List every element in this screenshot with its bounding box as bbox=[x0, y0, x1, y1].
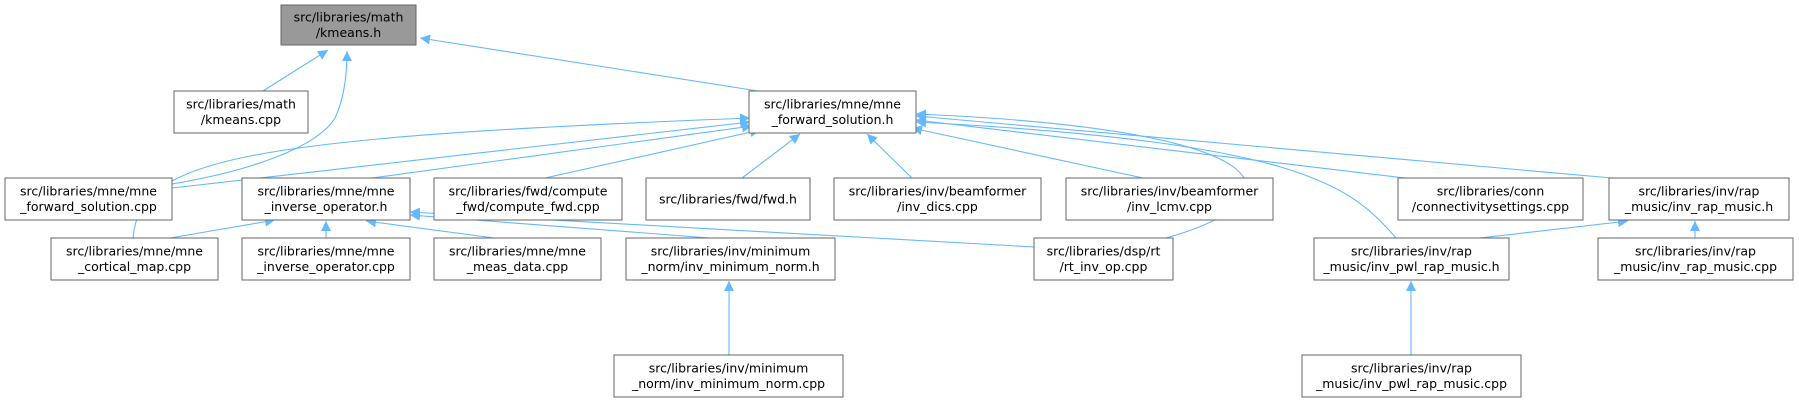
edge-compute_fwd-to-fwd_sol_h bbox=[544, 127, 761, 179]
node-box bbox=[1033, 237, 1174, 281]
node-box bbox=[241, 177, 411, 221]
node-label-line: src/libraries/fwd/compute bbox=[449, 184, 608, 199]
node-inv-op-cpp[interactable]: src/libraries/mne/mne_inverse_operator.c… bbox=[241, 237, 411, 281]
node-label-line: _inverse_operator.cpp bbox=[256, 259, 395, 274]
node-label-line: src/libraries/inv/minimum bbox=[651, 244, 811, 259]
node-box bbox=[280, 4, 417, 46]
node-min-norm-cpp[interactable]: src/libraries/inv/minimum_norm/inv_minim… bbox=[613, 354, 844, 398]
node-label-line: src/libraries/dsp/rt bbox=[1047, 244, 1161, 259]
edge-kmeans_cpp-to-kmeans_h bbox=[262, 49, 329, 92]
node-box bbox=[1065, 177, 1274, 221]
node-label-line: _forward_solution.h bbox=[771, 112, 894, 127]
node-label-line: src/libraries/math bbox=[186, 97, 296, 112]
node-label-line: /rt_inv_op.cpp bbox=[1060, 259, 1148, 274]
node-label-line: _music/inv_pwl_rap_music.cpp bbox=[1315, 376, 1507, 391]
node-box bbox=[1313, 237, 1510, 281]
node-label-line: src/libraries/inv/rap bbox=[1639, 184, 1760, 199]
node-fwd-sol-cpp[interactable]: src/libraries/mne/mne_forward_solution.c… bbox=[4, 177, 173, 221]
node-label-line: /kmeans.cpp bbox=[201, 112, 281, 127]
node-box bbox=[613, 354, 844, 398]
edge-meas_data-to-inv_op_h bbox=[365, 217, 495, 239]
node-label-line: src/libraries/mne/mne bbox=[764, 97, 901, 112]
node-inv-dics[interactable]: src/libraries/inv/beamformer/inv_dics.cp… bbox=[833, 177, 1042, 221]
node-label-line: _norm/inv_minimum_norm.cpp bbox=[631, 376, 825, 391]
node-label-line: _music/inv_rap_music.h bbox=[1624, 199, 1773, 214]
edge-inv_dics-to-fwd_sol_h bbox=[866, 133, 913, 179]
node-label-line: /kmeans.h bbox=[316, 25, 381, 40]
node-cortical-map[interactable]: src/libraries/mne/mne_cortical_map.cpp bbox=[50, 237, 219, 281]
node-label-line: _forward_solution.cpp bbox=[19, 199, 157, 214]
node-label-line: src/libraries/inv/beamformer bbox=[849, 184, 1027, 199]
edge-fwd_h-to-fwd_sol_h bbox=[741, 133, 801, 179]
node-box bbox=[625, 237, 836, 281]
node-box bbox=[4, 177, 173, 221]
node-label-line: src/libraries/mne/mne bbox=[258, 184, 395, 199]
edge-rap_music_h-to-fwd_sol_h bbox=[915, 111, 1613, 179]
node-box bbox=[433, 177, 623, 221]
edge-fwd_sol_cpp-to-fwd_sol_h bbox=[171, 118, 751, 189]
edge-fwd_sol_h-to-kmeans_h bbox=[419, 34, 759, 92]
node-box bbox=[433, 237, 602, 281]
node-kmeans-cpp[interactable]: src/libraries/math/kmeans.cpp bbox=[173, 90, 309, 134]
node-min-norm-h[interactable]: src/libraries/inv/minimum_norm/inv_minim… bbox=[625, 237, 836, 281]
node-compute-fwd[interactable]: src/libraries/fwd/compute_fwd/compute_fw… bbox=[433, 177, 623, 221]
edge-pwl_rap_h-to-fwd_sol_h bbox=[915, 117, 1397, 239]
node-label-line: /inv_lcmv.cpp bbox=[1127, 199, 1212, 214]
node-label-line: /inv_dics.cpp bbox=[897, 199, 978, 214]
node-box bbox=[173, 90, 309, 134]
node-label-line: src/libraries/inv/beamformer bbox=[1081, 184, 1259, 199]
node-rap-music-cpp[interactable]: src/libraries/inv/rap_music/inv_rap_musi… bbox=[1597, 237, 1794, 281]
node-box bbox=[1397, 177, 1584, 221]
node-label-line: _inverse_operator.h bbox=[264, 199, 388, 214]
node-label-line: src/libraries/inv/rap bbox=[1635, 244, 1756, 259]
node-label-line: src/libraries/mne/mne bbox=[20, 184, 157, 199]
edge-inv_lcmv-to-fwd_sol_h bbox=[911, 125, 1144, 179]
node-label-line: _fwd/compute_fwd.cpp bbox=[455, 199, 599, 214]
node-label-line: src/libraries/inv/rap bbox=[1351, 244, 1472, 259]
node-inv-op-h[interactable]: src/libraries/mne/mne_inverse_operator.h bbox=[241, 177, 411, 221]
node-box bbox=[1301, 354, 1522, 398]
node-rt-inv-op[interactable]: src/libraries/dsp/rt/rt_inv_op.cpp bbox=[1033, 237, 1174, 281]
node-box bbox=[241, 237, 411, 281]
node-connectivity[interactable]: src/libraries/conn/connectivitysettings.… bbox=[1397, 177, 1584, 221]
node-label-line: _cortical_map.cpp bbox=[77, 259, 191, 274]
node-pwl-rap-cpp[interactable]: src/libraries/inv/rap_music/inv_pwl_rap_… bbox=[1301, 354, 1522, 398]
node-label-line: src/libraries/mne/mne bbox=[258, 244, 395, 259]
node-label-line: _norm/inv_minimum_norm.h bbox=[640, 259, 819, 274]
node-label-line: src/libraries/conn bbox=[1437, 184, 1545, 199]
node-label-line: src/libraries/inv/minimum bbox=[649, 361, 809, 376]
node-label-line: src/libraries/mne/mne bbox=[66, 244, 203, 259]
node-label-line: src/libraries/fwd/fwd.h bbox=[659, 191, 797, 206]
node-box bbox=[833, 177, 1042, 221]
edge-fwd_sol_cpp-to-kmeans_h bbox=[171, 50, 352, 185]
edge-inv_op_h-to-fwd_sol_h bbox=[371, 122, 753, 179]
edge-pwl_rap_h-to-rap_music_h bbox=[1479, 217, 1629, 239]
node-pwl-rap-h[interactable]: src/libraries/inv/rap_music/inv_pwl_rap_… bbox=[1313, 237, 1510, 281]
node-inv-lcmv[interactable]: src/libraries/inv/beamformer/inv_lcmv.cp… bbox=[1065, 177, 1274, 221]
node-label-line: _meas_data.cpp bbox=[466, 259, 568, 274]
node-fwd-h[interactable]: src/libraries/fwd/fwd.h bbox=[645, 177, 811, 221]
node-label-line: src/libraries/math bbox=[294, 10, 404, 25]
node-box bbox=[50, 237, 219, 281]
node-box bbox=[1597, 237, 1794, 281]
node-box bbox=[1608, 177, 1790, 221]
node-label-line: src/libraries/inv/rap bbox=[1351, 361, 1472, 376]
edge-connectivity-to-fwd_sol_h bbox=[915, 116, 1406, 179]
node-box bbox=[748, 90, 917, 134]
node-label-line: src/libraries/mne/mne bbox=[449, 244, 586, 259]
node-label-line: _music/inv_pwl_rap_music.h bbox=[1322, 259, 1499, 274]
node-label-line: _music/inv_rap_music.cpp bbox=[1613, 259, 1777, 274]
node-label-line: /connectivitysettings.cpp bbox=[1412, 199, 1569, 214]
edge-cortical_map-to-inv_op_h bbox=[169, 216, 276, 239]
nodes-layer: src/libraries/math/kmeans.hsrc/libraries… bbox=[4, 4, 1794, 398]
node-box bbox=[645, 177, 811, 221]
node-fwd-sol-h[interactable]: src/libraries/mne/mne_forward_solution.h bbox=[748, 90, 917, 134]
node-kmeans-h: src/libraries/math/kmeans.h bbox=[280, 4, 417, 46]
node-meas-data[interactable]: src/libraries/mne/mne_meas_data.cpp bbox=[433, 237, 602, 281]
node-rap-music-h[interactable]: src/libraries/inv/rap_music/inv_rap_musi… bbox=[1608, 177, 1790, 221]
